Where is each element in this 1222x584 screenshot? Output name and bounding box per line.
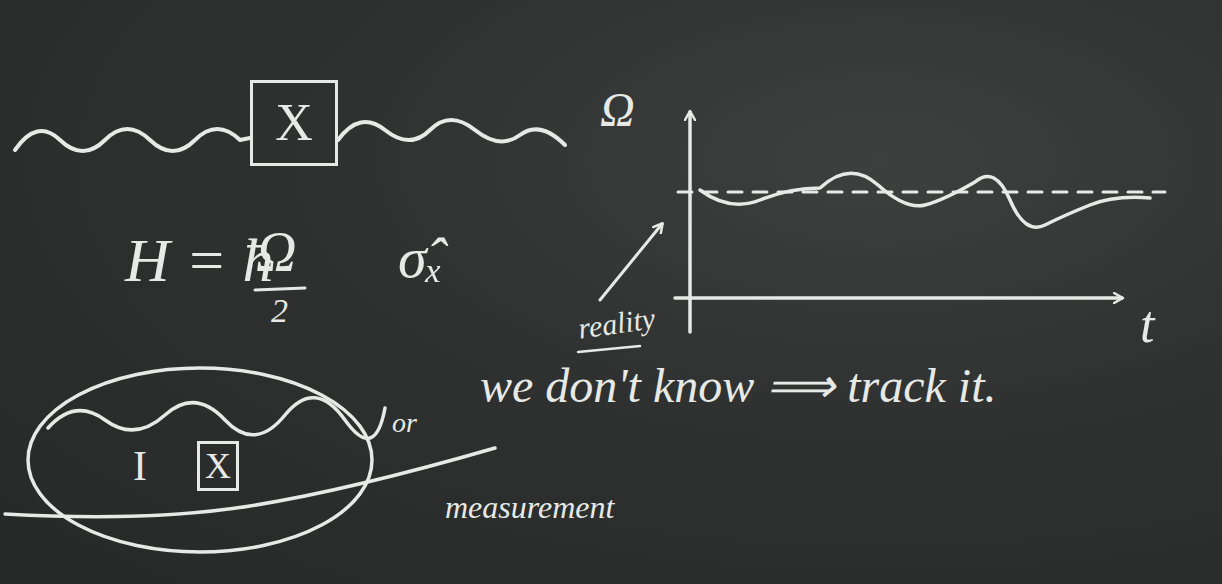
node-text: I — [133, 445, 147, 487]
pauli-operator: σ̂ₓ — [398, 226, 443, 290]
axis-label: Ω — [600, 84, 635, 137]
axis-label: t — [1140, 296, 1154, 353]
wave-right — [338, 120, 565, 145]
note: or — [392, 408, 417, 439]
note: measurement — [445, 490, 614, 525]
frequency-symbol: Ω — [256, 222, 297, 284]
hamiltonian: H = ħ — [125, 226, 274, 294]
node-text: X — [275, 97, 313, 149]
note: reality — [576, 301, 657, 344]
signal-wave — [700, 173, 1150, 227]
note: we don't know ⟹ track it. — [480, 360, 997, 413]
measurement-line — [5, 448, 495, 517]
mean-line — [678, 191, 1165, 194]
reality-underline — [578, 346, 640, 352]
denominator: 2 — [271, 292, 288, 329]
x-axis — [675, 296, 1122, 300]
system-ellipse: IX — [25, 365, 375, 555]
ellipse-outline — [25, 365, 375, 555]
node-text: X — [205, 448, 231, 484]
reality-arrow — [600, 224, 662, 300]
operator-box: X — [197, 441, 239, 491]
operator-box: X — [250, 80, 338, 166]
wave-left — [15, 129, 250, 151]
